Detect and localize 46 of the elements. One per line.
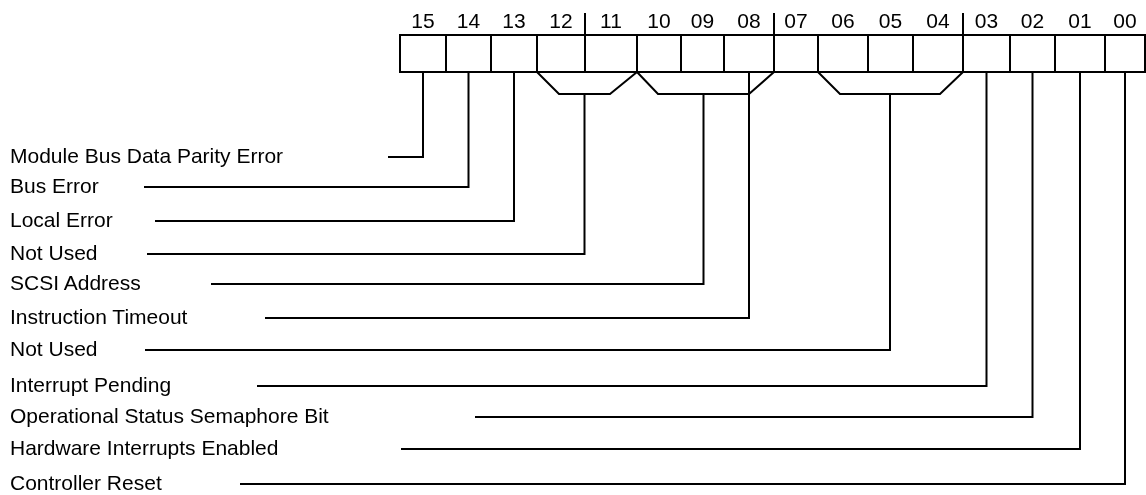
field-bracket (635, 70, 776, 96)
bit-number: 02 (1019, 9, 1046, 33)
bit-cell (399, 34, 447, 73)
bit-cell (1104, 34, 1146, 73)
bit-number: 10 (646, 9, 672, 33)
bit-number: 14 (455, 9, 482, 33)
field-bracket (816, 70, 965, 96)
leader-line (256, 71, 988, 387)
bit-number: 12 (548, 9, 574, 33)
leader-line (400, 71, 1081, 450)
leader-line (264, 71, 750, 319)
leader-line (144, 93, 891, 351)
bit-cell (1009, 34, 1056, 73)
leader-line (239, 71, 1126, 485)
bit-cell (1054, 34, 1106, 73)
bit-number: 15 (410, 9, 436, 33)
bit-number: 06 (830, 9, 856, 33)
bit-cell (817, 34, 869, 73)
bit-number: 05 (877, 9, 904, 33)
bit-number: 08 (736, 9, 762, 33)
leader-line (154, 71, 515, 222)
bit-cell (723, 34, 775, 73)
bit-number: 09 (689, 9, 716, 33)
bit-number: 04 (925, 9, 951, 33)
bit-number: 00 (1112, 9, 1138, 33)
leader-line (210, 93, 705, 285)
bit-number: 01 (1067, 9, 1093, 33)
bit-cell (867, 34, 914, 73)
bit-cell (584, 34, 638, 73)
bit-number: 07 (783, 9, 809, 33)
bit-number: 11 (599, 9, 623, 33)
leader-line (387, 71, 424, 158)
bit-cell (912, 34, 964, 73)
bit-cell (445, 34, 492, 73)
bit-number: 03 (973, 9, 1000, 33)
bit-cell (490, 34, 538, 73)
bit-cell (536, 34, 586, 73)
bit-cell (680, 34, 725, 73)
leader-line (474, 71, 1034, 418)
leader-line (143, 71, 470, 188)
bit-cell (962, 34, 1011, 73)
bit-number: 13 (501, 9, 527, 33)
bit-cell (636, 34, 682, 73)
leader-line (146, 93, 586, 255)
field-bracket (535, 70, 639, 96)
bit-cell (773, 34, 819, 73)
